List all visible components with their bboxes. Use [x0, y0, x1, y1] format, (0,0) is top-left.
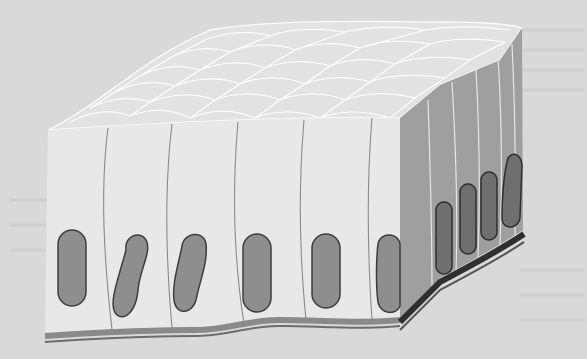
nucleus — [377, 235, 401, 312]
nucleus — [481, 172, 497, 240]
nucleus — [436, 202, 452, 274]
nucleus — [58, 230, 86, 306]
nucleus — [312, 234, 340, 308]
nucleus — [460, 184, 476, 254]
front-face — [45, 118, 400, 335]
nucleus — [243, 234, 271, 312]
